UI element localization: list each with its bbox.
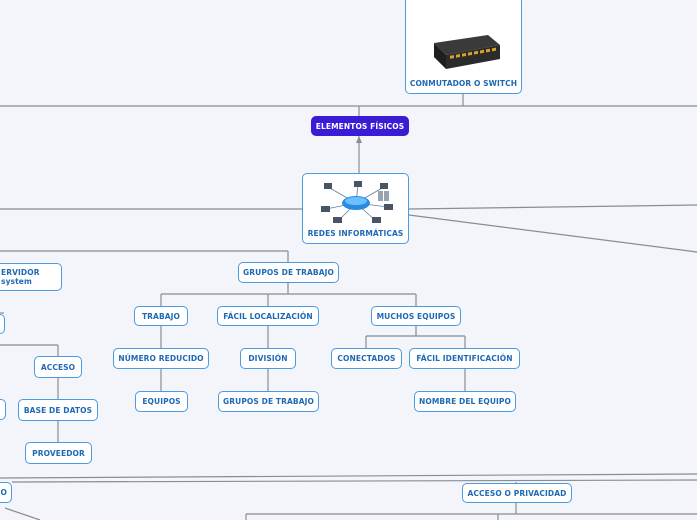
trabajo-node[interactable]: TRABAJO	[134, 306, 188, 326]
division-label: DIVISIÓN	[248, 354, 288, 363]
computer-network-icon	[320, 181, 393, 223]
servidor-label-line1: ERVIDOR	[1, 268, 40, 277]
numero-reducido-node[interactable]: NÚMERO REDUCIDO	[113, 348, 209, 369]
base-datos-label: BASE DE DATOS	[23, 405, 93, 415]
redes-informaticas-node[interactable]: REDES INFORMÁTICAS	[302, 173, 409, 244]
left-partial-label: O	[0, 488, 7, 497]
servidor-node[interactable]: ERVIDOR system	[0, 263, 62, 291]
elementos-fisicos-label: ELEMENTOS FÍSICOS	[315, 121, 405, 131]
grupos-trabajo-label: GRUPOS DE TRABAJO	[243, 268, 334, 277]
left-partial-node-1[interactable]	[0, 314, 5, 334]
conectados-label: CONECTADOS	[337, 354, 396, 363]
muchos-equipos-label: MUCHOS EQUIPOS	[376, 311, 456, 321]
grupos-trabajo-2-label: GRUPOS DE TRABAJO	[223, 397, 314, 406]
nombre-equipo-label: NOMBRE DEL EQUIPO	[418, 397, 512, 406]
elementos-fisicos-node[interactable]: ELEMENTOS FÍSICOS	[311, 116, 409, 136]
facil-identificacion-label: FÁCIL IDENTIFICACIÓN	[416, 354, 513, 363]
acceso-privacidad-label: ACCESO O PRIVACIDAD	[467, 488, 567, 498]
grupos-trabajo-2-node[interactable]: GRUPOS DE TRABAJO	[218, 391, 319, 412]
switch-node[interactable]: CONMUTADOR O SWITCH	[405, 0, 522, 94]
left-partial-node-2[interactable]	[0, 399, 6, 420]
facil-identificacion-node[interactable]: FÁCIL IDENTIFICACIÓN	[409, 348, 520, 369]
facil-localizacion-node[interactable]: FÁCIL LOCALIZACIÓN	[217, 306, 319, 326]
conectados-node[interactable]: CONECTADOS	[331, 348, 402, 369]
switch-label: CONMUTADOR O SWITCH	[409, 79, 518, 88]
nombre-equipo-node[interactable]: NOMBRE DEL EQUIPO	[414, 391, 516, 412]
grupos-trabajo-node[interactable]: GRUPOS DE TRABAJO	[238, 262, 339, 283]
network-switch-icon	[433, 35, 500, 69]
muchos-equipos-node[interactable]: MUCHOS EQUIPOS	[371, 306, 461, 326]
left-partial-node-3[interactable]: O	[0, 482, 12, 503]
proveedor-label: PROVEEDOR	[32, 448, 85, 458]
acceso-node[interactable]: ACCESO	[34, 356, 82, 378]
trabajo-label: TRABAJO	[141, 311, 181, 321]
division-node[interactable]: DIVISIÓN	[240, 348, 296, 369]
equipos-node[interactable]: EQUIPOS	[135, 391, 188, 412]
equipos-label: EQUIPOS	[142, 397, 181, 406]
redes-informaticas-label: REDES INFORMÁTICAS	[307, 229, 404, 238]
base-datos-node[interactable]: BASE DE DATOS	[18, 399, 98, 421]
acceso-privacidad-node[interactable]: ACCESO O PRIVACIDAD	[462, 483, 572, 503]
proveedor-node[interactable]: PROVEEDOR	[25, 442, 92, 464]
numero-reducido-label: NÚMERO REDUCIDO	[118, 354, 204, 363]
acceso-label: ACCESO	[40, 362, 76, 372]
facil-localizacion-label: FÁCIL LOCALIZACIÓN	[223, 311, 313, 321]
servidor-label-line2: system	[1, 277, 32, 286]
